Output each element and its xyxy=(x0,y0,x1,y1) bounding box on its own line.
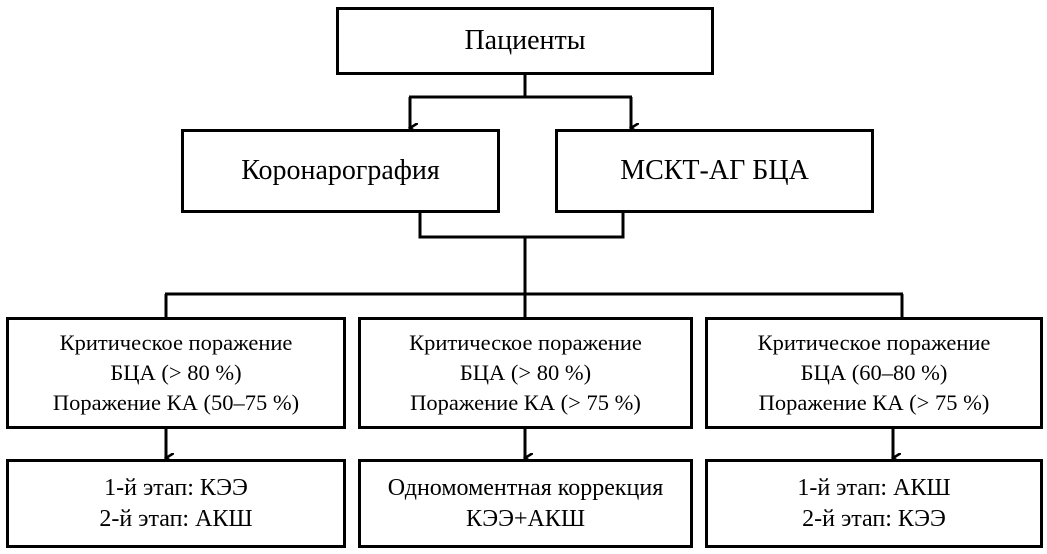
treatment-1-line-2: 2-й этап: АКШ xyxy=(99,505,253,532)
condition-3-line-3: Поражение КА (> 75 %) xyxy=(758,390,990,415)
patients-label: Пациенты xyxy=(464,25,586,56)
condition-3-line-2: БЦА (60–80 %) xyxy=(800,360,948,385)
condition-box-2: Критическое поражение БЦА (> 80 %) Пораж… xyxy=(358,317,693,429)
treatment-3-line-1: 1-й этап: АКШ xyxy=(797,474,951,501)
condition-3-line-1: Критическое поражение xyxy=(757,330,991,355)
coronarography-box: Коронарография xyxy=(181,129,500,213)
condition-2-line-2: БЦА (> 80 %) xyxy=(459,360,592,385)
condition-1-line-3: Поражение КА (50–75 %) xyxy=(52,390,300,415)
msct-ag-bca-label: МСКТ-АГ БЦА xyxy=(620,155,809,186)
treatment-2-line-1: Одномоментная коррекция xyxy=(387,474,664,501)
condition-1-line-2: БЦА (> 80 %) xyxy=(110,360,242,385)
condition-2-line-1: Критическое поражение xyxy=(409,330,642,355)
treatment-box-1: 1-й этап: КЭЭ 2-й этап: АКШ xyxy=(6,459,346,548)
treatment-box-2: Одномоментная коррекция КЭЭ+АКШ xyxy=(358,459,693,548)
patients-box: Пациенты xyxy=(336,7,714,75)
condition-1-line-1: Критическое поражение xyxy=(59,330,293,355)
coronarography-label: Коронарография xyxy=(241,155,440,186)
condition-box-1: Критическое поражение БЦА (> 80 %) Пораж… xyxy=(6,317,346,429)
msct-ag-bca-box: МСКТ-АГ БЦА xyxy=(555,129,874,213)
treatment-1-line-1: 1-й этап: КЭЭ xyxy=(104,474,248,501)
treatment-2-line-2: КЭЭ+АКШ xyxy=(465,505,586,532)
treatment-3-line-2: 2-й этап: КЭЭ xyxy=(802,505,946,532)
treatment-box-3: 1-й этап: АКШ 2-й этап: КЭЭ xyxy=(705,459,1043,548)
condition-2-line-3: Поражение КА (> 75 %) xyxy=(410,390,641,415)
condition-box-3: Критическое поражение БЦА (60–80 %) Пора… xyxy=(705,317,1043,429)
